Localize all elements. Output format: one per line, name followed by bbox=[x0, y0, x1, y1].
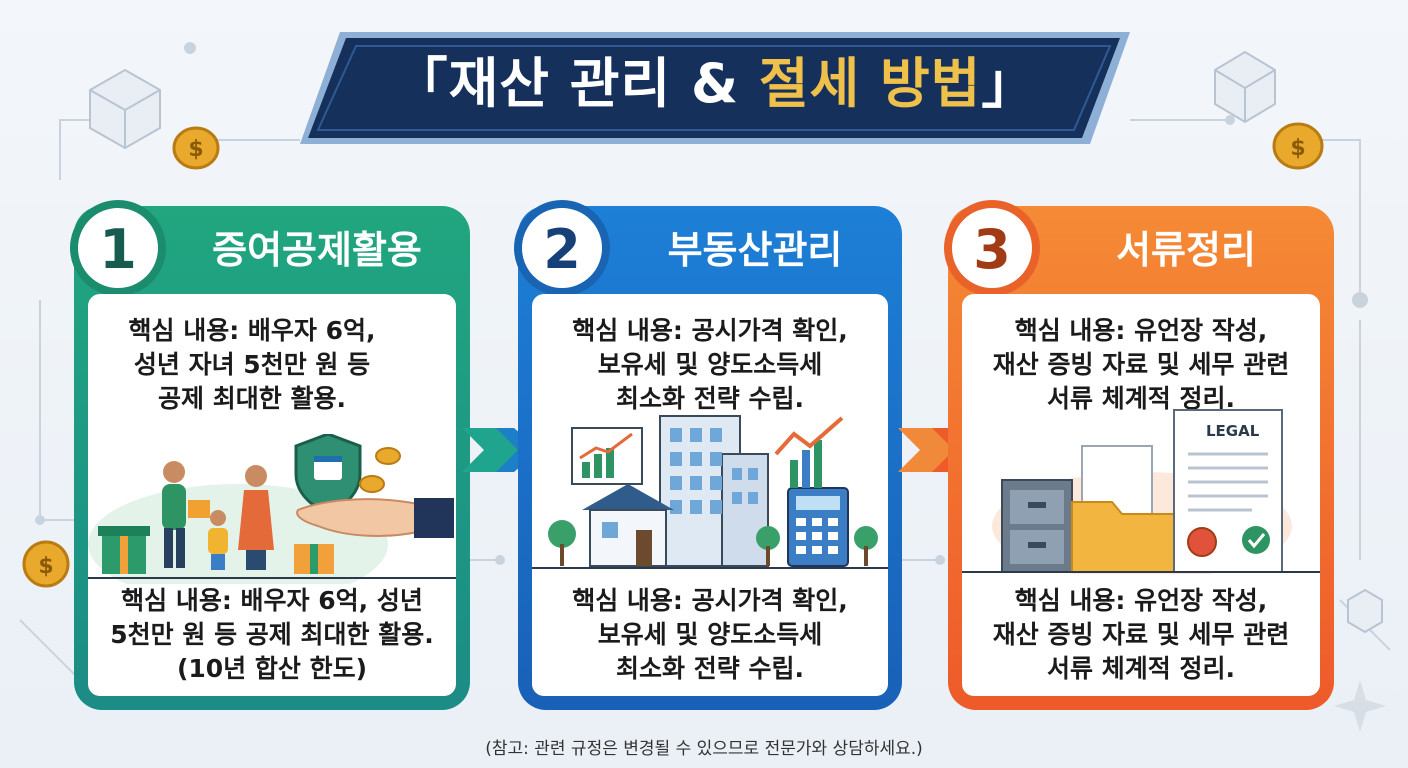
card-top-text: 핵심 내용: 유언장 작성, 재산 증빙 자료 및 세무 관련 서류 체계적 정… bbox=[992, 316, 1290, 413]
coin-icon: $ bbox=[172, 126, 220, 170]
legal-label: LEGAL bbox=[1206, 422, 1260, 440]
gift-illustration bbox=[88, 434, 456, 584]
calculator-icon bbox=[774, 416, 849, 567]
svg-text:$: $ bbox=[1290, 136, 1305, 161]
card-bottom-text: 핵심 내용: 공시가격 확인, 보유세 및 양도소득세 최소화 전략 수립. bbox=[572, 586, 848, 683]
title-banner bbox=[300, 32, 1130, 144]
sparkle-icon bbox=[1334, 680, 1386, 732]
card-body: 핵심 내용: 유언장 작성, 재산 증빙 자료 및 세무 관련 서류 체계적 정… bbox=[962, 294, 1320, 696]
house-icon bbox=[582, 484, 674, 567]
step-number: 3 bbox=[944, 200, 1040, 296]
card-body: 핵심 내용: 배우자 6억, 성년 자녀 5천만 원 등 공제 최대한 활용. bbox=[88, 294, 456, 696]
svg-text:$: $ bbox=[188, 137, 203, 162]
folder-icon bbox=[1071, 445, 1183, 573]
card-top-text: 핵심 내용: 배우자 6억, 성년 자녀 5천만 원 등 공제 최대한 활용. bbox=[128, 316, 376, 413]
card-header: 2 부동산관리 bbox=[514, 200, 902, 296]
card-gift-deduction: 1 증여공제활용 핵심 내용: 배우자 6억, 성년 자녀 5천만 원 등 공제… bbox=[70, 200, 470, 710]
card-title: 서류정리 bbox=[1116, 228, 1256, 272]
card-documents: 3 서류정리 핵심 내용: 유언장 작성, 재산 증빙 자료 및 세무 관련 서… bbox=[944, 200, 1334, 710]
page-title: 「재산 관리 & 절세 방법」 bbox=[393, 52, 1037, 115]
card-top-text: 핵심 내용: 공시가격 확인, 보유세 및 양도소득세 최소화 전략 수립. bbox=[572, 316, 848, 413]
step-number: 1 bbox=[70, 200, 166, 296]
svg-text:$: $ bbox=[38, 554, 53, 579]
chart-icon bbox=[571, 427, 643, 485]
card-body: 핵심 내용: 공시가격 확인, 보유세 및 양도소득세 최소화 전략 수립. bbox=[532, 294, 888, 696]
card-bottom-text: 핵심 내용: 유언장 작성, 재산 증빙 자료 및 세무 관련 서류 체계적 정… bbox=[992, 586, 1290, 683]
step-number: 2 bbox=[514, 200, 610, 296]
check-icon bbox=[1242, 526, 1270, 554]
legal-document-icon: LEGAL bbox=[1173, 409, 1283, 573]
filing-cabinet-icon bbox=[1001, 479, 1073, 573]
gift-icon bbox=[98, 526, 334, 574]
cube-icon bbox=[89, 68, 161, 150]
card-title: 증여공제활용 bbox=[212, 228, 422, 272]
seal-icon bbox=[1187, 527, 1217, 557]
hand-icon bbox=[296, 498, 454, 538]
documents-illustration: LEGAL bbox=[962, 409, 1320, 574]
coin-icon bbox=[359, 447, 401, 493]
card-title: 부동산관리 bbox=[667, 228, 843, 272]
card-bottom-text: 핵심 내용: 배우자 6억, 성년 5천만 원 등 공제 최대한 활용. (10… bbox=[110, 586, 434, 683]
real-estate-illustration bbox=[532, 415, 888, 569]
footnote: (참고: 관련 규정은 변경될 수 있으므로 전문가와 상담하세요.) bbox=[485, 739, 923, 759]
card-header: 3 서류정리 bbox=[944, 200, 1334, 296]
card-real-estate: 2 부동산관리 핵심 내용: 공시가격 확인, 보유세 및 양도소득세 최소화 … bbox=[514, 200, 902, 710]
tree-icon bbox=[548, 520, 878, 566]
shield-calendar-icon bbox=[294, 434, 362, 516]
family-icon bbox=[162, 461, 274, 570]
card-header: 1 증여공제활용 bbox=[70, 200, 470, 296]
